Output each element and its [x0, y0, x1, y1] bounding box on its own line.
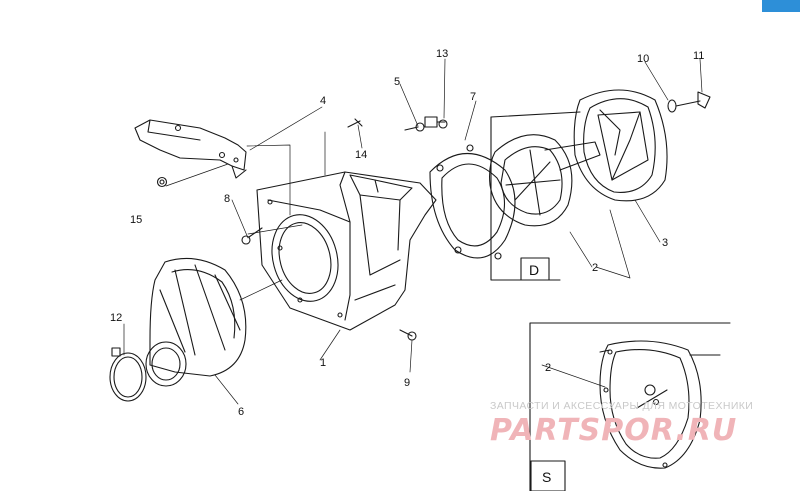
part-11-wing-bolt: [675, 91, 711, 109]
part-14-bolt: [347, 118, 363, 128]
part-6-inlet-duct: [145, 257, 247, 387]
label-part-12: 12: [110, 312, 122, 324]
corner-badge: [762, 0, 800, 12]
label-part-2: 2: [592, 262, 598, 274]
label-part-7: 7: [470, 91, 476, 103]
part-4-bracket: [134, 119, 247, 179]
label-part-2-detail: 2: [545, 362, 551, 374]
label-part-6: 6: [238, 406, 244, 418]
part-3-filter-element: [573, 89, 668, 202]
leader-lines: [123, 58, 703, 405]
part-15-nut: [156, 176, 168, 188]
part-12-hose-clamp: [109, 347, 147, 402]
view-label-d: D: [529, 262, 539, 278]
part-5-screw: [404, 122, 425, 132]
watermark-caption: ЗАПЧАСТИ И АКСЕССУАРЫ ДЛЯ МОТОТЕХНИКИ: [490, 400, 753, 412]
part-13-bolt: [424, 116, 448, 129]
part-2-filter-cage: [489, 134, 601, 227]
label-part-14: 14: [355, 149, 367, 161]
detail-s-box: [529, 322, 731, 491]
part-7-gasket-plate: [429, 144, 516, 260]
watermark-brand: PARTSPOR.RU: [490, 413, 737, 448]
part-1-airbox-housing: [256, 171, 437, 331]
view-label-s: S: [542, 469, 551, 485]
label-part-13: 13: [436, 48, 448, 60]
detail-d-box: [490, 111, 581, 281]
part-labels: 1 2 2 3 4 5 6 7 8 9 10 11 12 13 14 15: [110, 48, 704, 418]
label-part-9: 9: [404, 377, 410, 389]
label-part-3: 3: [662, 237, 668, 249]
label-part-4: 4: [320, 95, 326, 107]
label-part-1: 1: [320, 357, 326, 369]
label-part-5: 5: [394, 76, 400, 88]
label-part-11: 11: [693, 50, 704, 62]
part-9-bolt: [399, 329, 417, 341]
label-part-8: 8: [224, 193, 230, 205]
label-part-10: 10: [637, 53, 649, 65]
part-10-washer: [667, 99, 677, 113]
label-part-15: 15: [130, 214, 142, 226]
